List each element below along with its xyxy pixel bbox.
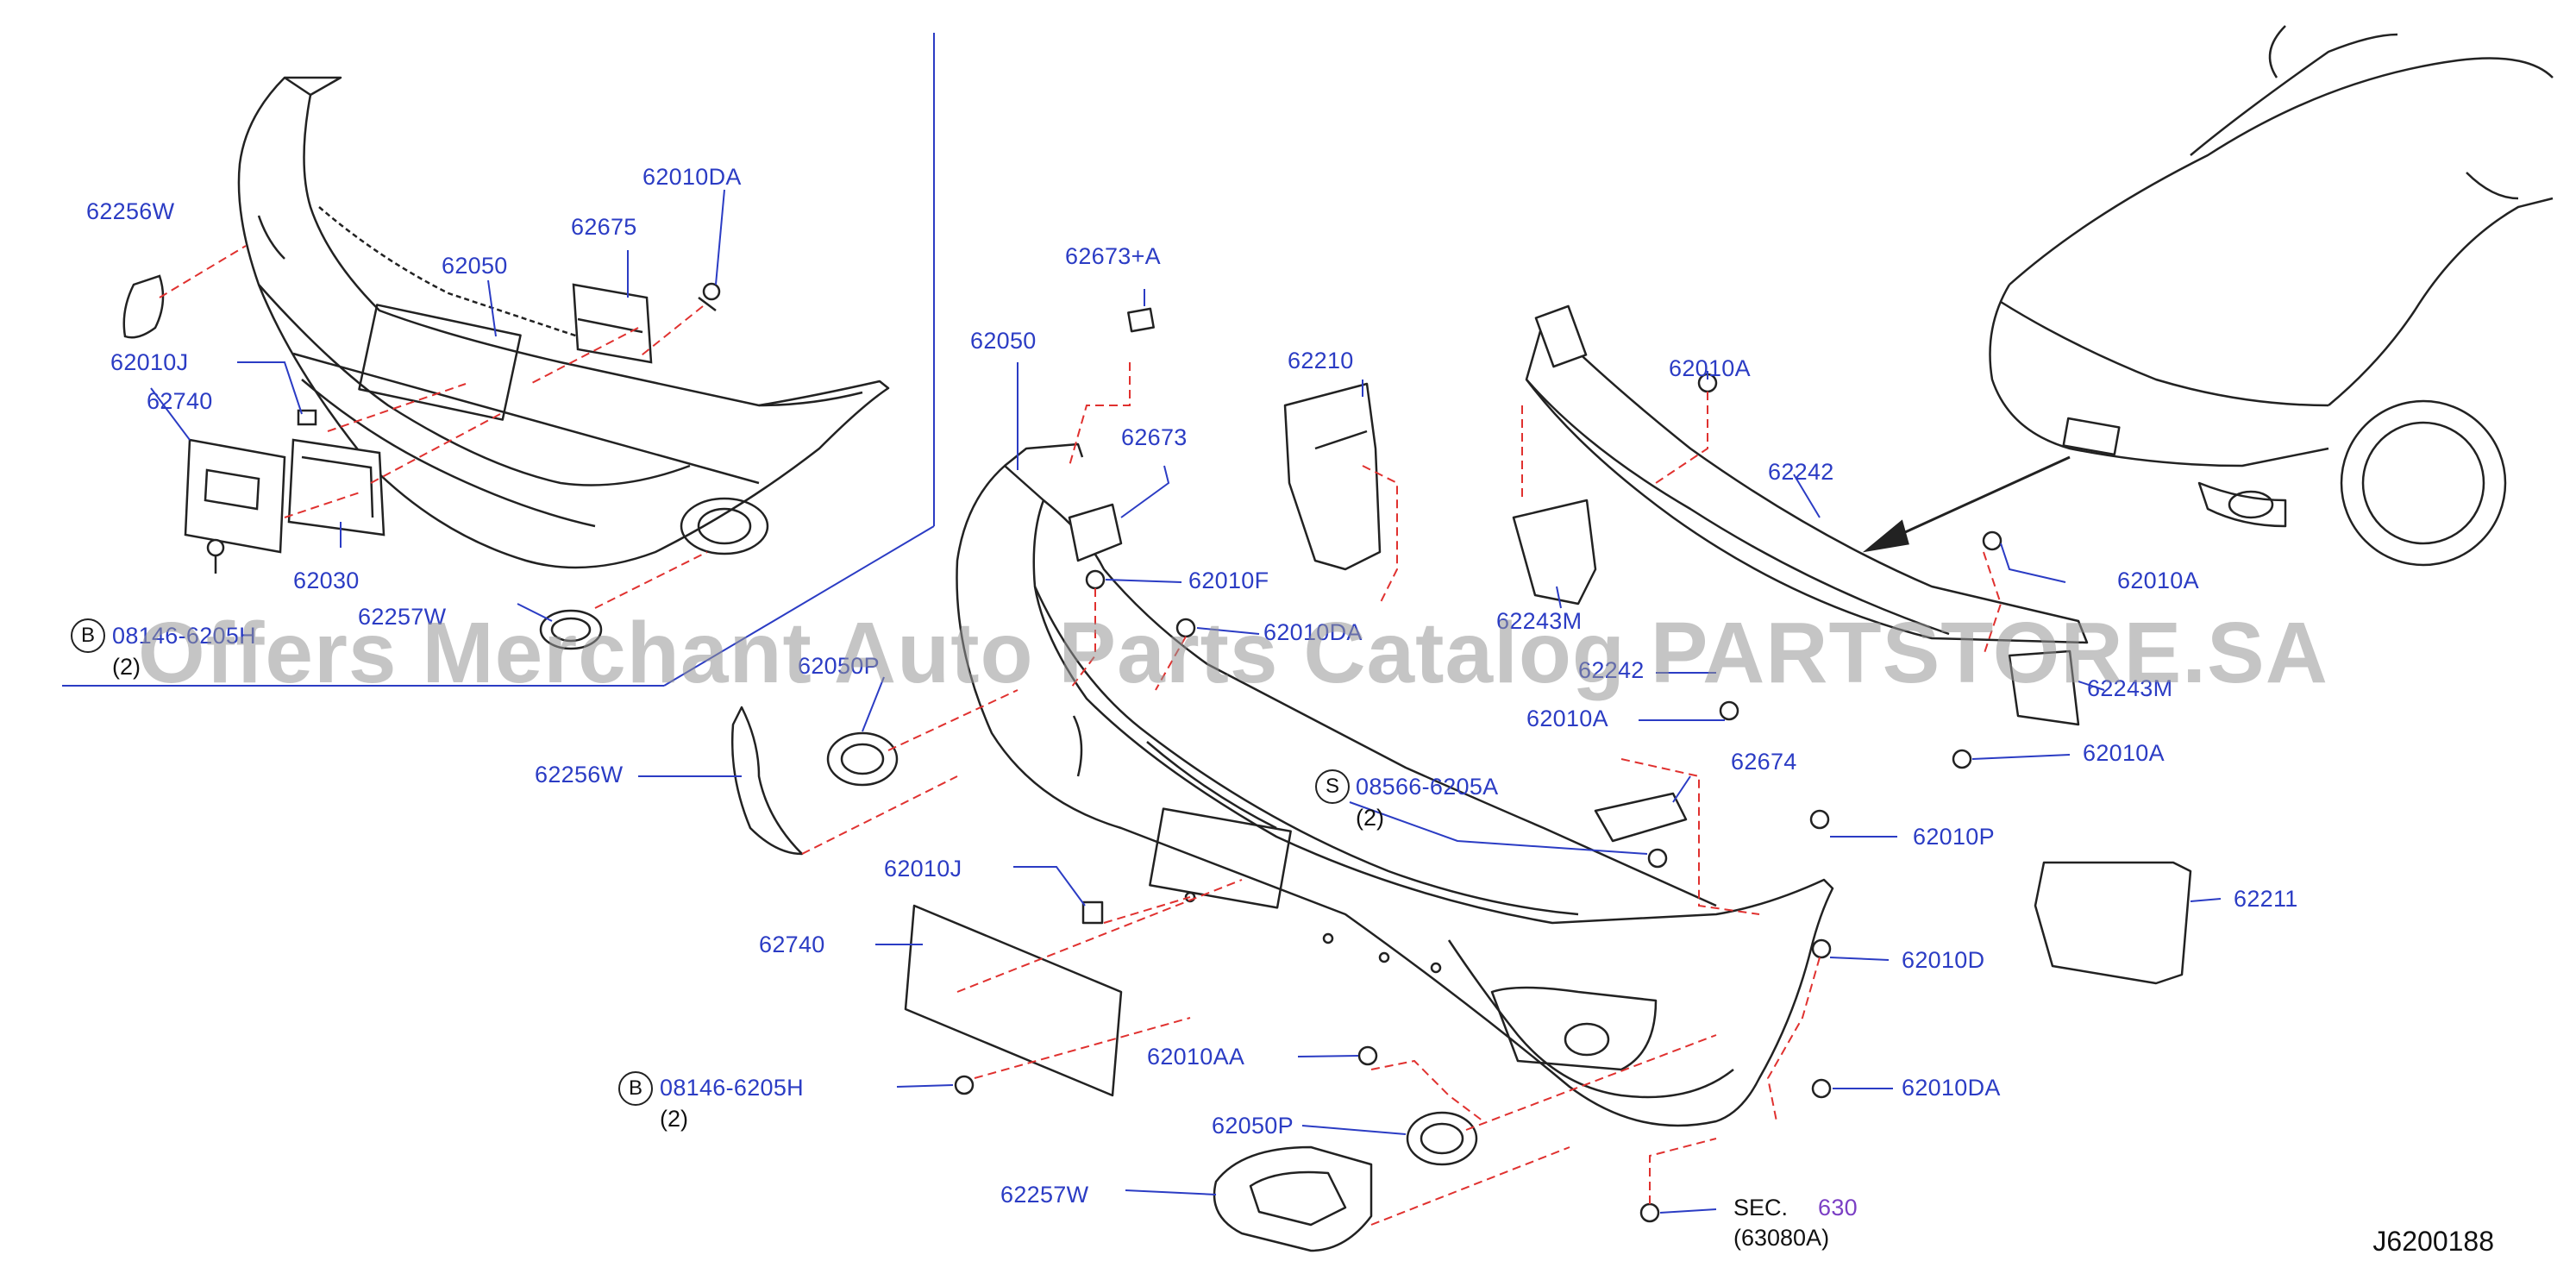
part-label: 08146-6205H: [112, 623, 256, 649]
part-label: 62010J: [110, 349, 189, 375]
part-label: 62010AA: [1147, 1044, 1245, 1070]
part-label: 62243M: [2087, 675, 2173, 701]
leader-lines: [150, 189, 2222, 1214]
part-label: 62740: [759, 932, 825, 957]
part-label: 62050: [970, 328, 1037, 354]
inset-bumper: [237, 76, 890, 569]
part-label: 62010J: [884, 856, 962, 882]
inset-parts: [122, 274, 721, 650]
bolt-type-marker: B: [71, 618, 105, 653]
quantity-label: (2): [660, 1106, 688, 1132]
part-label: 62010F: [1188, 568, 1269, 593]
inset-divider: [62, 33, 935, 687]
section-ref-code: (63080A): [1733, 1225, 1830, 1251]
part-label: 62010A: [2117, 568, 2199, 593]
diagram-code: J6200188: [2372, 1226, 2494, 1257]
part-label: 62673: [1121, 424, 1188, 450]
part-label: 08146-6205H: [660, 1075, 804, 1101]
direction-arrow: [1862, 455, 2071, 553]
part-label: 62675: [571, 214, 637, 240]
part-label: 62211: [2234, 886, 2298, 912]
bolt-type-marker: B: [618, 1071, 653, 1106]
part-label: 62010A: [2083, 740, 2165, 766]
inset-dash-lines: [159, 245, 708, 609]
screw-type-marker: S: [1315, 769, 1350, 804]
part-label: 62740: [147, 388, 213, 414]
part-label: 62242: [1768, 459, 1834, 485]
watermark: Offers Merchant Auto Parts Catalog PARTS…: [138, 605, 2328, 701]
section-ref-label: SEC.: [1733, 1195, 1789, 1220]
part-label: 62030: [293, 568, 360, 593]
quantity-label: (2): [1356, 805, 1384, 831]
part-label: 62010DA: [1263, 619, 1363, 645]
part-label: 62256W: [535, 762, 624, 787]
part-label: 62050P: [798, 653, 880, 679]
part-label: 62010D: [1902, 947, 1985, 973]
quantity-label: (2): [112, 654, 141, 680]
vehicle-sketch: [1989, 25, 2554, 567]
part-label: 62010DA: [642, 164, 742, 190]
part-label: 62674: [1731, 749, 1797, 775]
part-label: 62673+A: [1065, 243, 1161, 269]
main-parts: [730, 304, 2192, 1252]
main-dash-lines: [801, 362, 2003, 1226]
section-ref-link[interactable]: 630: [1818, 1195, 1858, 1220]
part-label: 62010DA: [1902, 1075, 2001, 1101]
part-label: 08566-6205A: [1356, 774, 1499, 800]
part-label: 62257W: [1000, 1182, 1089, 1208]
part-label: 62010P: [1913, 824, 1995, 850]
part-label: 62257W: [358, 604, 447, 630]
part-label: 62010A: [1669, 355, 1751, 381]
part-label: 62050: [442, 253, 508, 279]
part-label: 62050P: [1212, 1113, 1294, 1139]
part-label: 62210: [1288, 348, 1354, 373]
part-label: 62256W: [86, 198, 175, 224]
part-label: 62010A: [1526, 706, 1608, 731]
part-label: 62242: [1578, 657, 1645, 683]
part-label: 62243M: [1496, 608, 1583, 634]
